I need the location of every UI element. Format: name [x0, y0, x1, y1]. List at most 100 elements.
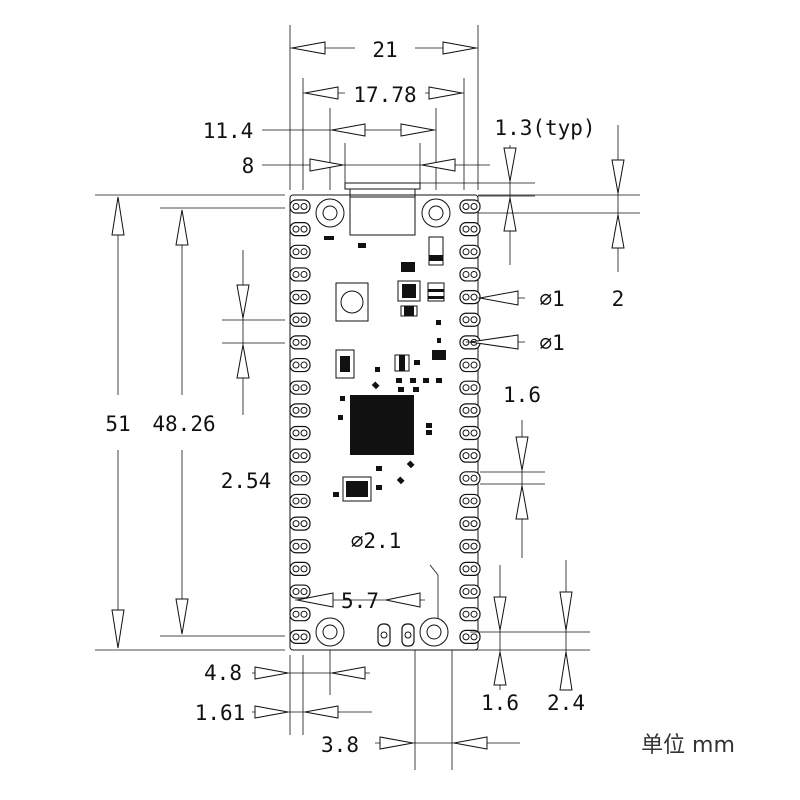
pin-hole: [470, 316, 478, 324]
label-hole-spacing-bottom: 5.7: [341, 589, 379, 613]
pin-hole: [462, 452, 470, 460]
pin-hole: [300, 588, 308, 596]
unit-label: 单位 mm: [641, 733, 735, 758]
dim-hole-span-vertical: 48.26: [152, 207, 285, 637]
label-board-length: 51: [105, 412, 130, 436]
pin-hole: [292, 316, 300, 324]
dim-bottom-pad-height: 1.6: [470, 565, 590, 715]
pin-hole: [470, 565, 478, 573]
pin-column-right: [459, 199, 481, 644]
dim-board-length: 51: [95, 194, 285, 651]
pin-hole: [292, 452, 300, 460]
pin-hole: [292, 384, 300, 392]
pin-hole: [462, 565, 470, 573]
pin-hole: [300, 429, 308, 437]
pin-hole: [462, 497, 470, 505]
pin-hole: [292, 406, 300, 414]
pin-hole: [300, 270, 308, 278]
label-bottom-pad-spacing: 3.8: [321, 733, 359, 757]
pin-hole: [470, 633, 478, 641]
label-pin-pitch: 2.54: [221, 469, 272, 493]
pin-hole: [462, 610, 470, 618]
pin-hole: [470, 474, 478, 482]
pin-hole: [292, 429, 300, 437]
board-outline: [289, 194, 479, 651]
pin-hole: [300, 610, 308, 618]
dim-hole-spacing-bottom: 5.7: [295, 589, 425, 613]
pin-hole: [470, 361, 478, 369]
dim-mount-hole-dia: ∅2.1: [351, 529, 439, 618]
dim-pin-pitch: 2.54: [221, 250, 285, 493]
label-pad-height: 1.6: [503, 383, 541, 407]
pin-hole: [462, 474, 470, 482]
dim-usb-offset: 8: [242, 143, 490, 183]
dim-usb-width: 11.4: [203, 108, 437, 190]
pin-hole: [462, 203, 470, 210]
pin-hole: [300, 225, 308, 233]
pin-hole: [462, 225, 470, 233]
pin-hole: [292, 542, 300, 550]
pin-hole: [300, 338, 308, 346]
label-hole-y-offset: 2.4: [547, 691, 585, 715]
pin-hole: [470, 270, 478, 278]
pin-hole: [462, 361, 470, 369]
pin-hole: [300, 248, 308, 256]
label-pad-offset: 1.61: [195, 701, 246, 725]
debug-pads: [377, 623, 415, 647]
pin-hole: [462, 520, 470, 528]
onboard-components: [324, 236, 446, 502]
label-mount-hole-dia: ∅2.1: [351, 529, 402, 553]
dim-hole-dia-top: ∅1: [478, 287, 565, 311]
pin-hole: [292, 633, 300, 641]
pin-hole: [300, 293, 308, 301]
pin-hole: [462, 316, 470, 324]
dim-hole-y-offset: 2.4: [547, 560, 585, 715]
pin-column-left: [289, 199, 311, 644]
pin-hole: [292, 497, 300, 505]
pin-hole: [300, 406, 308, 414]
label-board-width: 21: [372, 38, 397, 62]
pin-hole: [462, 384, 470, 392]
pin-hole: [470, 203, 478, 210]
dim-pad-height: 1.6: [480, 383, 545, 558]
mount-hole-bottom-left: [315, 617, 345, 647]
pin-hole: [292, 203, 300, 210]
label-hole-span-vertical: 48.26: [152, 412, 215, 436]
pin-hole: [470, 588, 478, 596]
pin-hole: [292, 565, 300, 573]
pin-hole: [292, 293, 300, 301]
label-header-span: 17.78: [353, 83, 416, 107]
pin-hole: [292, 588, 300, 596]
label-hole-dia-mid: ∅1: [539, 331, 564, 355]
dim-bottom-pad-spacing: 3.8: [321, 650, 520, 770]
pin-hole: [300, 203, 308, 210]
flash-chip: [342, 476, 372, 502]
pin-hole: [300, 633, 308, 641]
pin-hole: [470, 497, 478, 505]
pin-hole: [462, 406, 470, 414]
pin-hole: [300, 520, 308, 528]
label-edge-thickness: 1.3(typ): [494, 116, 595, 140]
label-usb-width: 11.4: [203, 119, 254, 143]
label-usb-offset: 8: [242, 154, 255, 178]
pin-hole: [470, 520, 478, 528]
pin-hole: [462, 542, 470, 550]
dim-board-width: 21: [289, 25, 479, 190]
pin-hole: [462, 429, 470, 437]
dim-pad-offset: 1.61: [195, 655, 372, 735]
pin-hole: [292, 338, 300, 346]
pin-hole: [300, 565, 308, 573]
pin-hole: [292, 520, 300, 528]
pin-hole: [462, 633, 470, 641]
label-usb-overhang: 2: [612, 287, 625, 311]
mount-hole-bottom-right: [419, 617, 449, 647]
pin-hole: [292, 270, 300, 278]
pin-hole: [300, 497, 308, 505]
dim-hole-dia-mid: ∅1: [466, 331, 565, 355]
pin-hole: [470, 248, 478, 256]
pin-hole: [292, 361, 300, 369]
pin-hole: [292, 248, 300, 256]
pin-hole: [470, 406, 478, 414]
pin-hole: [462, 588, 470, 596]
